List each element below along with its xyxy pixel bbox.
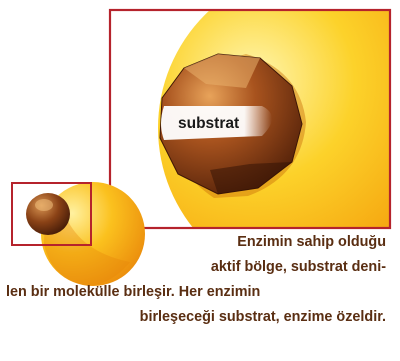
caption-line-2: aktif bölge, substrat deni- [210, 259, 386, 275]
magnified-frame [108, 8, 392, 230]
glow-band [161, 106, 272, 140]
magnified-view [110, 10, 390, 228]
caption-line-4: birleşeceği substrat, enzime özeldir. [139, 309, 386, 325]
caption-line-1: Enzimin sahip olduğu [237, 234, 386, 250]
substrate-facet-dark [210, 162, 292, 194]
substrate-label: substrat [178, 115, 239, 132]
caption: Enzimin sahip olduğu aktif bölge, substr… [0, 228, 400, 361]
zoom-source-frame [11, 182, 92, 246]
substrate-facet-highlight [184, 54, 260, 88]
substrate-small-highlight [35, 199, 53, 211]
caption-line-3: len bir molekülle birleşir. Her enzimin [6, 284, 261, 300]
